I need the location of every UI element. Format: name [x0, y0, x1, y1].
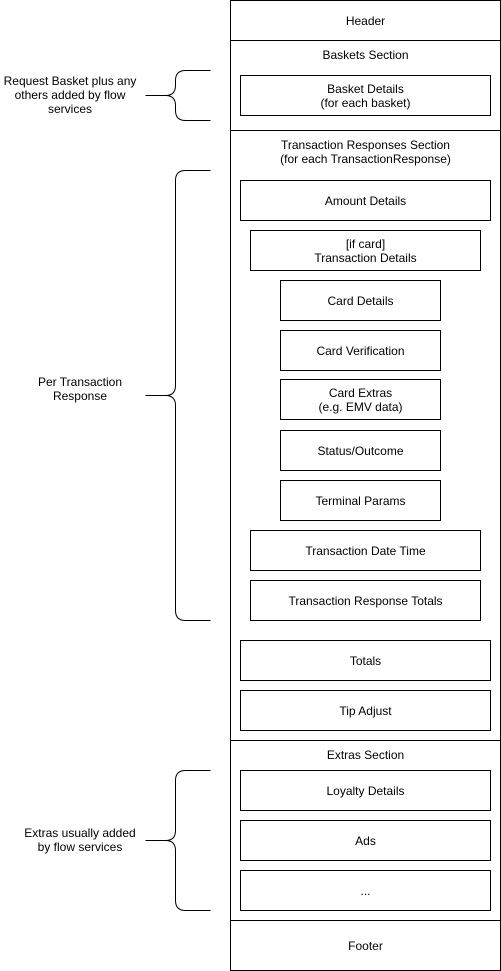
transaction-annotation: Per Transaction Response — [10, 375, 150, 403]
basket-details-line2: (for each basket) — [320, 95, 411, 110]
card-verification-label: Card Verification — [316, 343, 405, 358]
status-outcome-label: Status/Outcome — [317, 443, 404, 458]
baskets-annotation-line1: Request Basket plus any — [3, 74, 137, 88]
header-section: Header — [230, 0, 501, 41]
curly-braces — [145, 70, 211, 911]
footer-section: Footer — [230, 920, 501, 971]
transaction-date-time-label: Transaction Date Time — [305, 543, 426, 558]
transaction-response-totals-label: Transaction Response Totals — [288, 593, 443, 608]
basket-details-box: Basket Details (for each basket) — [240, 75, 491, 116]
extras-section-title: Extras Section — [231, 748, 500, 762]
basket-details-line1: Basket Details — [327, 81, 404, 96]
card-extras-line2: (e.g. EMV data) — [318, 399, 403, 414]
more-extras-label: ... — [360, 883, 371, 898]
transaction-brace — [145, 170, 211, 621]
header-label: Header — [345, 13, 386, 28]
baskets-section-title: Baskets Section — [231, 48, 500, 62]
extras-annotation-line1: Extras usually added — [24, 826, 136, 840]
terminal-params-box: Terminal Params — [280, 480, 441, 521]
transaction-annotation-line1: Per Transaction — [37, 375, 123, 389]
card-verification-box: Card Verification — [280, 330, 441, 371]
card-details-box: Card Details — [280, 280, 441, 321]
transaction-response-totals-box: Transaction Response Totals — [250, 580, 481, 621]
totals-box: Totals — [240, 640, 491, 681]
footer-label: Footer — [348, 938, 383, 953]
amount-details-label: Amount Details — [324, 193, 407, 208]
transaction-annotation-line2: Response — [52, 389, 108, 403]
loyalty-details-box: Loyalty Details — [240, 770, 491, 811]
tip-adjust-label: Tip Adjust — [339, 703, 392, 718]
amount-details-box: Amount Details — [240, 180, 491, 221]
card-details-label: Card Details — [327, 293, 394, 308]
baskets-annotation-line3: services — [47, 102, 92, 116]
transaction-details-line1: [if card] — [345, 236, 386, 251]
more-extras-box: ... — [240, 870, 491, 911]
ads-label: Ads — [355, 833, 376, 848]
baskets-brace — [145, 70, 211, 121]
baskets-annotation: Request Basket plus any others added by … — [0, 74, 140, 116]
transaction-section-title-line1: Transaction Responses Section — [281, 138, 450, 152]
loyalty-details-label: Loyalty Details — [326, 783, 405, 798]
transaction-section-title-line2: (for each TransactionResponse) — [280, 152, 451, 166]
terminal-params-label: Terminal Params — [315, 493, 406, 508]
baskets-annotation-line2: others added by flow — [14, 88, 126, 102]
transaction-date-time-box: Transaction Date Time — [250, 530, 481, 571]
tip-adjust-box: Tip Adjust — [240, 690, 491, 731]
card-extras-box: Card Extras (e.g. EMV data) — [280, 379, 441, 420]
extras-annotation-line2: by flow services — [37, 840, 123, 854]
baskets-section-title-text: Baskets Section — [322, 48, 409, 62]
extras-section-title-text: Extras Section — [326, 748, 405, 762]
transaction-details-box: [if card] Transaction Details — [250, 230, 481, 271]
status-outcome-box: Status/Outcome — [280, 430, 441, 471]
ads-box: Ads — [240, 820, 491, 861]
transaction-responses-section-title: Transaction Responses Section (for each … — [231, 138, 500, 166]
transaction-details-line2: Transaction Details — [314, 250, 417, 265]
totals-label: Totals — [349, 653, 382, 668]
extras-brace — [145, 770, 211, 911]
card-extras-line1: Card Extras — [328, 385, 393, 400]
extras-annotation: Extras usually added by flow services — [10, 826, 150, 854]
